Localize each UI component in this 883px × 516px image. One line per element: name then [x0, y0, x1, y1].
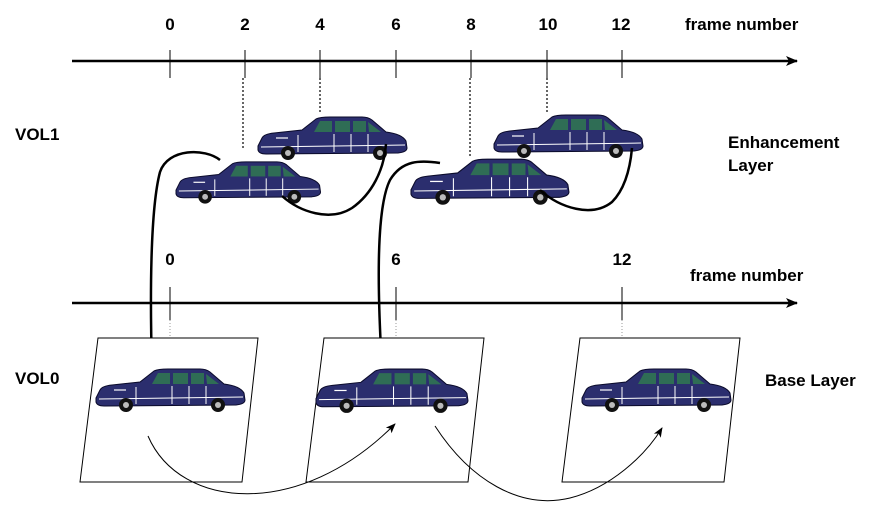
base-prediction-curves — [147, 423, 663, 502]
bottom-tick-label: 0 — [165, 250, 174, 269]
enhancement-layer — [175, 114, 644, 206]
top-axis: 0 2 4 6 8 10 12 frame number — [72, 15, 799, 78]
prediction-curves — [149, 143, 634, 369]
base-frame-6 — [305, 337, 485, 483]
base-frame-0 — [79, 337, 259, 483]
top-tick-label: 10 — [539, 15, 558, 34]
vol0-label: VOL0 — [15, 369, 59, 388]
limousine-icon — [493, 114, 644, 159]
limousine-icon — [410, 158, 570, 206]
bottom-axis-label: frame number — [690, 266, 804, 285]
enhancement-layer-label-line2: Layer — [728, 156, 774, 175]
top-axis-label: frame number — [685, 15, 799, 34]
vol1-label: VOL1 — [15, 125, 59, 144]
top-tick-label: 0 — [165, 15, 174, 34]
bottom-tick-label: 12 — [613, 250, 632, 269]
frame-drop-lines — [242, 78, 548, 156]
base-drop-lines — [169, 320, 623, 338]
top-tick-label: 2 — [240, 15, 249, 34]
top-tick-label: 8 — [466, 15, 475, 34]
bottom-axis: 0 6 12 frame number — [72, 250, 804, 320]
top-tick-label: 6 — [391, 15, 400, 34]
base-frame-12 — [561, 337, 741, 483]
base-layer — [79, 337, 741, 483]
enhancement-layer-label-line1: Enhancement — [728, 133, 840, 152]
base-layer-label: Base Layer — [765, 371, 856, 390]
bottom-tick-label: 6 — [391, 250, 400, 269]
top-tick-label: 4 — [315, 15, 325, 34]
limousine-icon — [175, 161, 322, 205]
top-tick-label: 12 — [612, 15, 631, 34]
